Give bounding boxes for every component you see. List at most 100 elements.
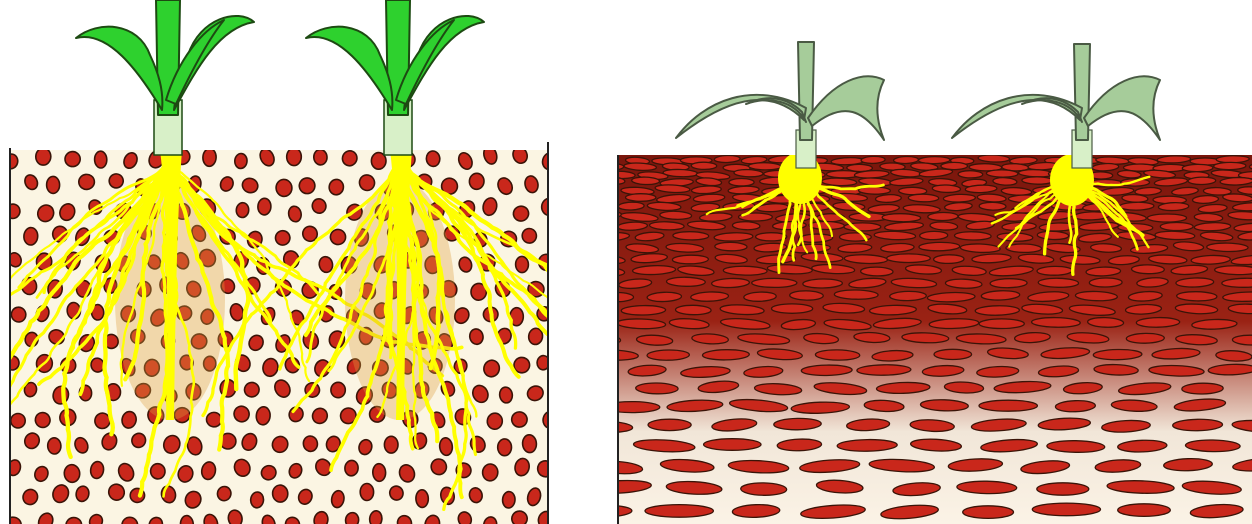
compacted-soil-particle <box>590 155 615 163</box>
soil-particle <box>469 173 485 190</box>
compacted-soil-particle <box>578 383 617 394</box>
soil-particle <box>64 464 81 483</box>
stressed-plant <box>952 44 1160 168</box>
compacted-soil-particle <box>1006 244 1042 253</box>
compacted-soil-particle <box>715 242 747 251</box>
compacted-soil-particle <box>570 172 603 179</box>
soil-particle <box>502 491 516 508</box>
compacted-soil-particle <box>1118 504 1171 517</box>
drooping-leaf <box>808 76 884 140</box>
soil-particle <box>275 179 292 197</box>
compacted-soil-particle <box>801 365 852 376</box>
compacted-soil-particle <box>979 202 1006 210</box>
compacted-soil-particle <box>1093 349 1142 360</box>
compacted-soil-particle <box>626 194 656 202</box>
compacted-soil-particle <box>577 202 605 211</box>
compacted-soil-particle <box>861 156 885 164</box>
soil-particle <box>47 437 61 454</box>
soil-particle <box>150 463 166 479</box>
compacted-soil-particle <box>604 402 660 413</box>
soil-particle <box>46 176 59 193</box>
compacted-soil-particle <box>734 169 763 177</box>
compacted-soil-particle <box>963 506 1014 519</box>
compacted-soil-particle <box>549 290 584 300</box>
soil-particle <box>416 490 429 508</box>
soil-particle <box>344 460 358 476</box>
leaf <box>76 27 162 110</box>
compacted-soil-particle <box>1207 243 1249 252</box>
soil-particle <box>487 413 503 430</box>
compacted-soil-particle <box>1037 483 1089 495</box>
soil-particle <box>23 227 38 245</box>
leaf <box>306 27 392 110</box>
compacted-soil-particle <box>1177 291 1217 301</box>
compacted-soil-particle <box>1131 265 1164 274</box>
compacted-soil-particle <box>647 350 690 361</box>
healthy-plant <box>76 0 254 155</box>
compacted-soil-particle <box>920 231 948 240</box>
compacted-soil-particle <box>607 171 635 179</box>
soil-particle <box>522 434 537 453</box>
soil-particle <box>94 151 107 168</box>
compacted-soil-particle <box>1047 440 1105 453</box>
soil-particle <box>234 153 247 169</box>
compacted-soil-particle <box>1038 278 1079 288</box>
compacted-soil-particle <box>588 186 618 193</box>
compacted-soil-particle <box>1037 266 1073 275</box>
compacted-soil-particle <box>890 291 927 301</box>
compacted-soil-particle <box>618 202 644 211</box>
compacted-soil-particle <box>729 179 754 186</box>
compacted-soil-particle <box>595 163 624 171</box>
compacted-soil-particle <box>1032 503 1100 516</box>
soil-particle <box>313 149 327 165</box>
compacted-soil-particle <box>732 221 760 230</box>
compacted-soil-particle <box>752 278 797 287</box>
compacted-soil-particle <box>600 293 633 302</box>
healthy-plants <box>76 0 484 155</box>
compacted-soil-particle <box>1214 162 1246 170</box>
compacted-soil-particle <box>954 231 991 240</box>
compacted-soil-particle <box>1173 419 1223 431</box>
compacted-soil-particle <box>1147 214 1186 222</box>
compacted-soil-particle <box>979 400 1037 411</box>
compacted-soil-particle <box>958 170 983 178</box>
soil-particle <box>384 436 398 453</box>
compacted-soil-particle <box>790 291 824 301</box>
compacted-soil-particle <box>748 162 781 170</box>
compacted-soil-panel <box>517 42 1252 524</box>
compacted-soil-particle <box>861 267 894 276</box>
compacted-soil-particle <box>1089 278 1122 288</box>
soil-particle <box>35 148 51 166</box>
compacted-soil-particle <box>566 316 612 330</box>
compacted-soil-particle <box>571 439 618 451</box>
compacted-soil-particle <box>815 350 860 361</box>
compacted-soil-particle <box>741 482 787 495</box>
compacted-soil-particle <box>666 277 705 287</box>
compacted-soil-particle <box>621 305 666 315</box>
compacted-soil-particle <box>584 243 617 252</box>
compacted-soil-particle <box>585 210 622 221</box>
soil-particle <box>11 414 25 428</box>
compacted-soil-particle <box>1188 177 1216 185</box>
compacted-soil-particle <box>648 419 691 430</box>
compacted-soil-particle <box>577 305 611 316</box>
compacted-soil-particle <box>887 254 931 263</box>
soil-particle <box>52 226 68 243</box>
drooping-leaf <box>1022 98 1082 122</box>
stressed-plant <box>676 42 884 168</box>
stressed-plants <box>676 42 1160 168</box>
compacted-soil-particle <box>1022 177 1053 185</box>
compacted-soil-particle <box>957 481 1017 494</box>
compacted-soil-particle <box>986 170 1018 178</box>
soil-particle <box>331 382 346 398</box>
compacted-soil-particle <box>932 185 960 193</box>
soil-particle <box>257 198 271 215</box>
compacted-soil-particle <box>772 304 813 313</box>
compacted-soil-particle <box>1119 202 1154 210</box>
drooping-leaf <box>746 98 806 122</box>
compacted-soil-particle <box>1160 223 1193 231</box>
soil-particle <box>236 202 250 218</box>
soil-particle <box>515 256 528 273</box>
